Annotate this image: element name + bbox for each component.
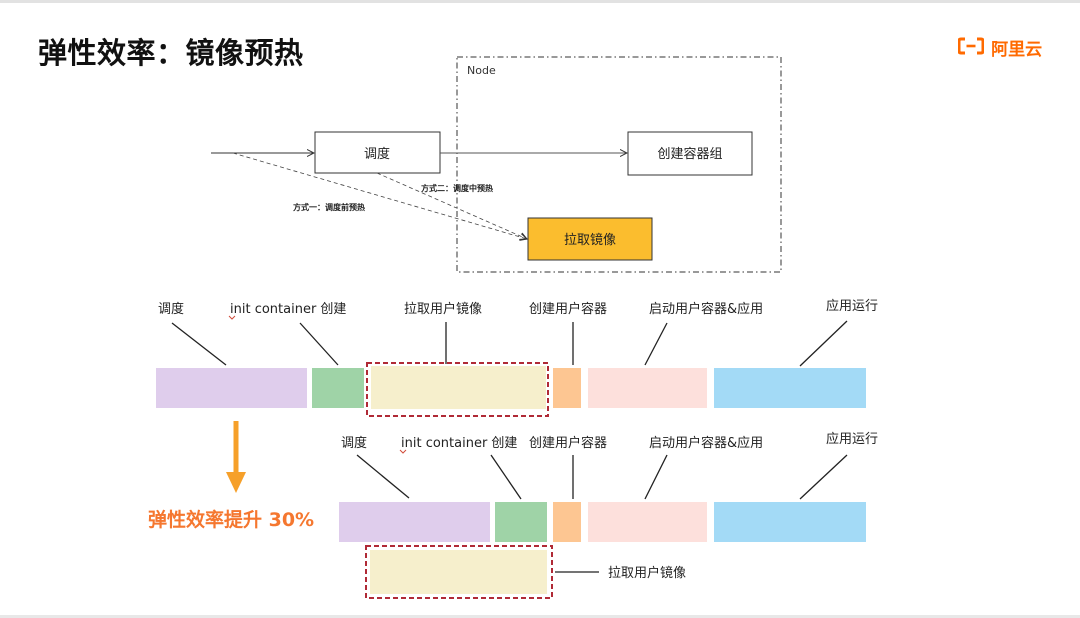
bottom-label-start: 启动用户容器&应用: [649, 435, 763, 451]
bottom-bar-pull: [370, 550, 547, 594]
method-two-arrow: [376, 172, 527, 239]
create-pod-label: 创建容器组: [657, 146, 722, 162]
top-bar-start: [588, 368, 707, 408]
bottom-label-pull: 拉取用户镜像: [608, 565, 686, 581]
top-bar-create: [553, 368, 581, 408]
method-two-label: 方式二：调度中预热: [421, 183, 493, 193]
top-leader-schedule: [171, 322, 227, 366]
bottom-label-schedule: 调度: [341, 435, 367, 451]
node-boundary: [456, 56, 782, 273]
top-label-start: 启动用户容器&应用: [649, 301, 763, 317]
top-init-underline: [228, 315, 236, 320]
top-label-pull: 拉取用户镜像: [404, 301, 482, 317]
bottom-border: [0, 615, 1080, 618]
pull-image-label: 拉取镜像: [564, 233, 616, 248]
bottom-bar-create: [553, 502, 581, 542]
top-bar-run: [714, 368, 866, 408]
top-bar-pull: [371, 366, 546, 409]
schedule-box: [314, 131, 441, 174]
bottom-init-underline: [399, 449, 407, 454]
bottom-label-init: init container 创建: [401, 436, 517, 451]
brand-logo: 阿里云: [958, 35, 1042, 61]
bottom-bar-init: [495, 502, 547, 542]
bottom-bar-schedule: [339, 502, 490, 542]
bottom-bar-start: [588, 502, 707, 542]
top-leader-run: [799, 320, 848, 367]
logo-text: 阿里云: [991, 40, 1043, 60]
bottom-bar-run: [714, 502, 866, 542]
bottom-leader-init: [490, 454, 522, 500]
bottom-leader-start: [644, 454, 668, 500]
create-pod-box: [627, 131, 753, 176]
top-leader-start: [644, 322, 668, 366]
bottom-leader-run: [799, 454, 848, 500]
top-bar-pull-outline: [366, 362, 549, 417]
improvement-text: 弹性效率提升 30%: [148, 508, 314, 531]
slide-title: 弹性效率：镜像预热: [38, 36, 304, 70]
top-label-create: 创建用户容器: [529, 301, 607, 317]
pull-image-box: [527, 217, 653, 261]
bottom-label-run: 应用运行: [826, 431, 878, 447]
top-label-init: init container 创建: [230, 302, 346, 317]
bottom-leader-schedule: [356, 454, 410, 499]
node-label: Node: [467, 64, 496, 77]
top-bar-schedule: [156, 368, 307, 408]
top-label-run: 应用运行: [826, 298, 878, 314]
top-bar-init: [312, 368, 364, 408]
method-one-label: 方式一：调度前预热: [293, 202, 365, 212]
top-label-schedule: 调度: [158, 301, 184, 317]
top-leader-init: [299, 322, 339, 366]
schedule-box-label: 调度: [364, 146, 390, 162]
aliyun-logo-icon: [958, 37, 984, 55]
improvement-arrow-head: [226, 472, 246, 493]
top-border: [0, 0, 1080, 3]
bottom-label-create: 创建用户容器: [529, 435, 607, 451]
bottom-bar-pull-outline: [365, 545, 553, 599]
method-one-arrow: [232, 152, 527, 239]
